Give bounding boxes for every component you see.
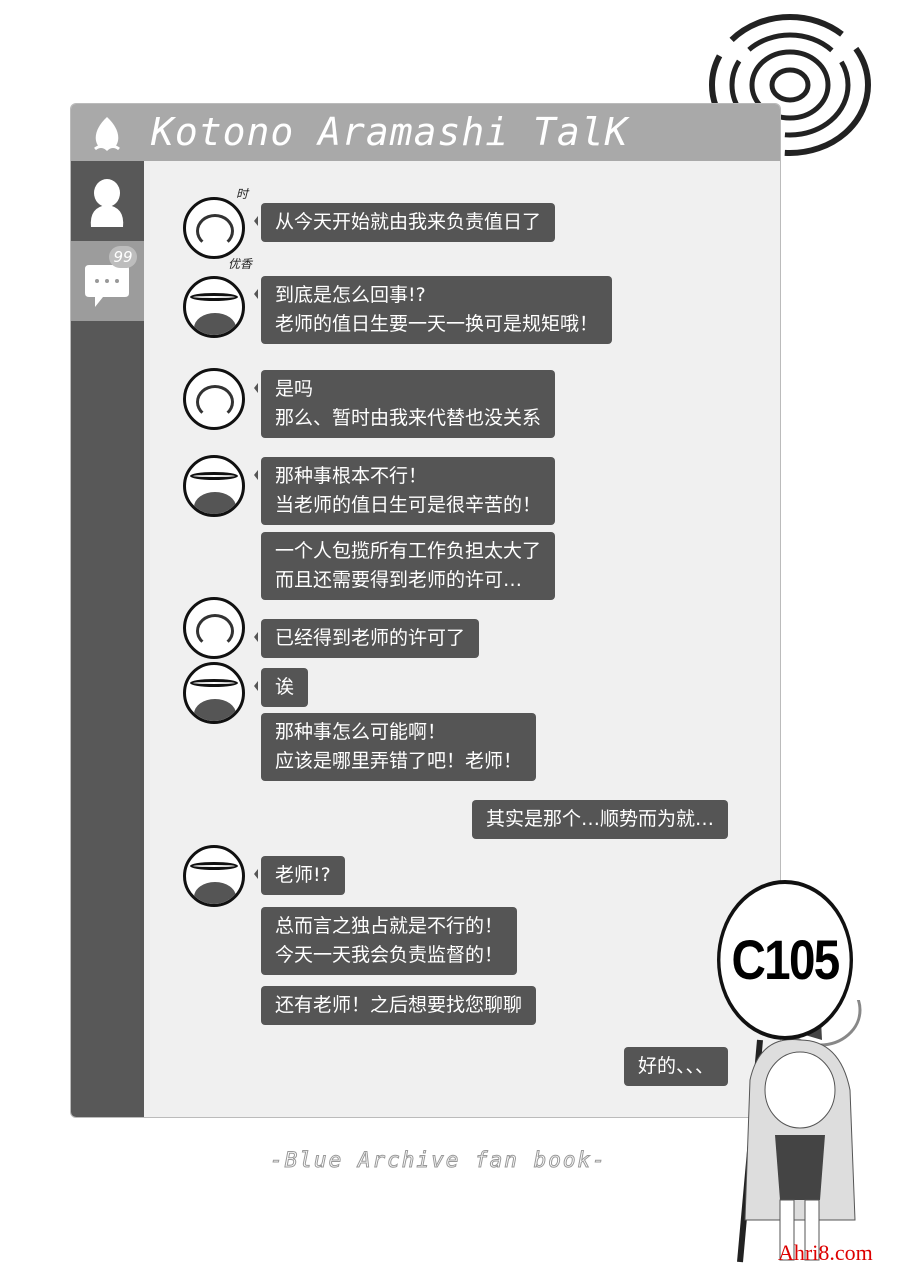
header-bar: Kotono Aramashi TalK bbox=[71, 104, 780, 161]
message-bubble: 还有老师！之后想要找您聊聊 bbox=[261, 986, 537, 1025]
sidebar-item-profile[interactable] bbox=[71, 161, 144, 241]
message-bubble-self: 其实是那个…顺势而为就… bbox=[471, 800, 728, 839]
watermark: Ahri8.com bbox=[778, 1240, 873, 1265]
avatar-toki bbox=[183, 197, 245, 259]
message-bubble: 一个人包揽所有工作负担太大了 而且还需要得到老师的许可… bbox=[261, 532, 556, 600]
sender-name-yuuka: 优香 bbox=[228, 257, 253, 271]
chat-bubble-icon bbox=[85, 265, 129, 307]
message-bubble: 已经得到老师的许可了 bbox=[253, 619, 480, 658]
bunny-girl-illustration bbox=[737, 1000, 862, 1263]
sender-name-toki: 时 bbox=[236, 187, 249, 201]
halo-rings-decoration bbox=[709, 14, 871, 156]
message-bubble: 总而言之独占就是不行的！ 今天一天我会负责监督的！ bbox=[261, 907, 518, 975]
message-bubble-self: 好的、、、 bbox=[623, 1047, 728, 1086]
message-bubble: 那种事怎么可能啊！ 应该是哪里弄错了吧！老师！ bbox=[261, 713, 537, 781]
message-bubble: 诶 bbox=[253, 668, 309, 707]
peach-logo-icon bbox=[94, 117, 120, 151]
c105-sign: C105 bbox=[717, 880, 853, 1040]
footer-caption: -Blue Archive fan book- bbox=[270, 1148, 607, 1173]
avatar-yuuka bbox=[183, 455, 245, 517]
sidebar: 99 bbox=[71, 161, 144, 1117]
message-bubble: 那种事根本不行！ 当老师的值日生可是很辛苦的！ bbox=[253, 457, 556, 525]
message-bubble: 老师!? bbox=[254, 856, 345, 895]
avatar-toki bbox=[183, 597, 245, 659]
avatar-yuuka bbox=[183, 845, 245, 907]
unread-badge: 99 bbox=[109, 246, 137, 268]
message-bubble: 到底是怎么回事!? 老师的值日生要一天一换可是规矩哦！ bbox=[253, 276, 613, 344]
avatar-yuuka bbox=[183, 662, 245, 724]
avatar-toki bbox=[183, 368, 245, 430]
message-bubble: 从今天开始就由我来负责值日了 bbox=[253, 203, 556, 242]
app-title: Kotono Aramashi TalK bbox=[151, 110, 629, 154]
message-bubble: 是吗 那么、暂时由我来代替也没关系 bbox=[253, 370, 556, 438]
avatar-yuuka bbox=[183, 276, 245, 338]
person-icon bbox=[90, 179, 124, 227]
